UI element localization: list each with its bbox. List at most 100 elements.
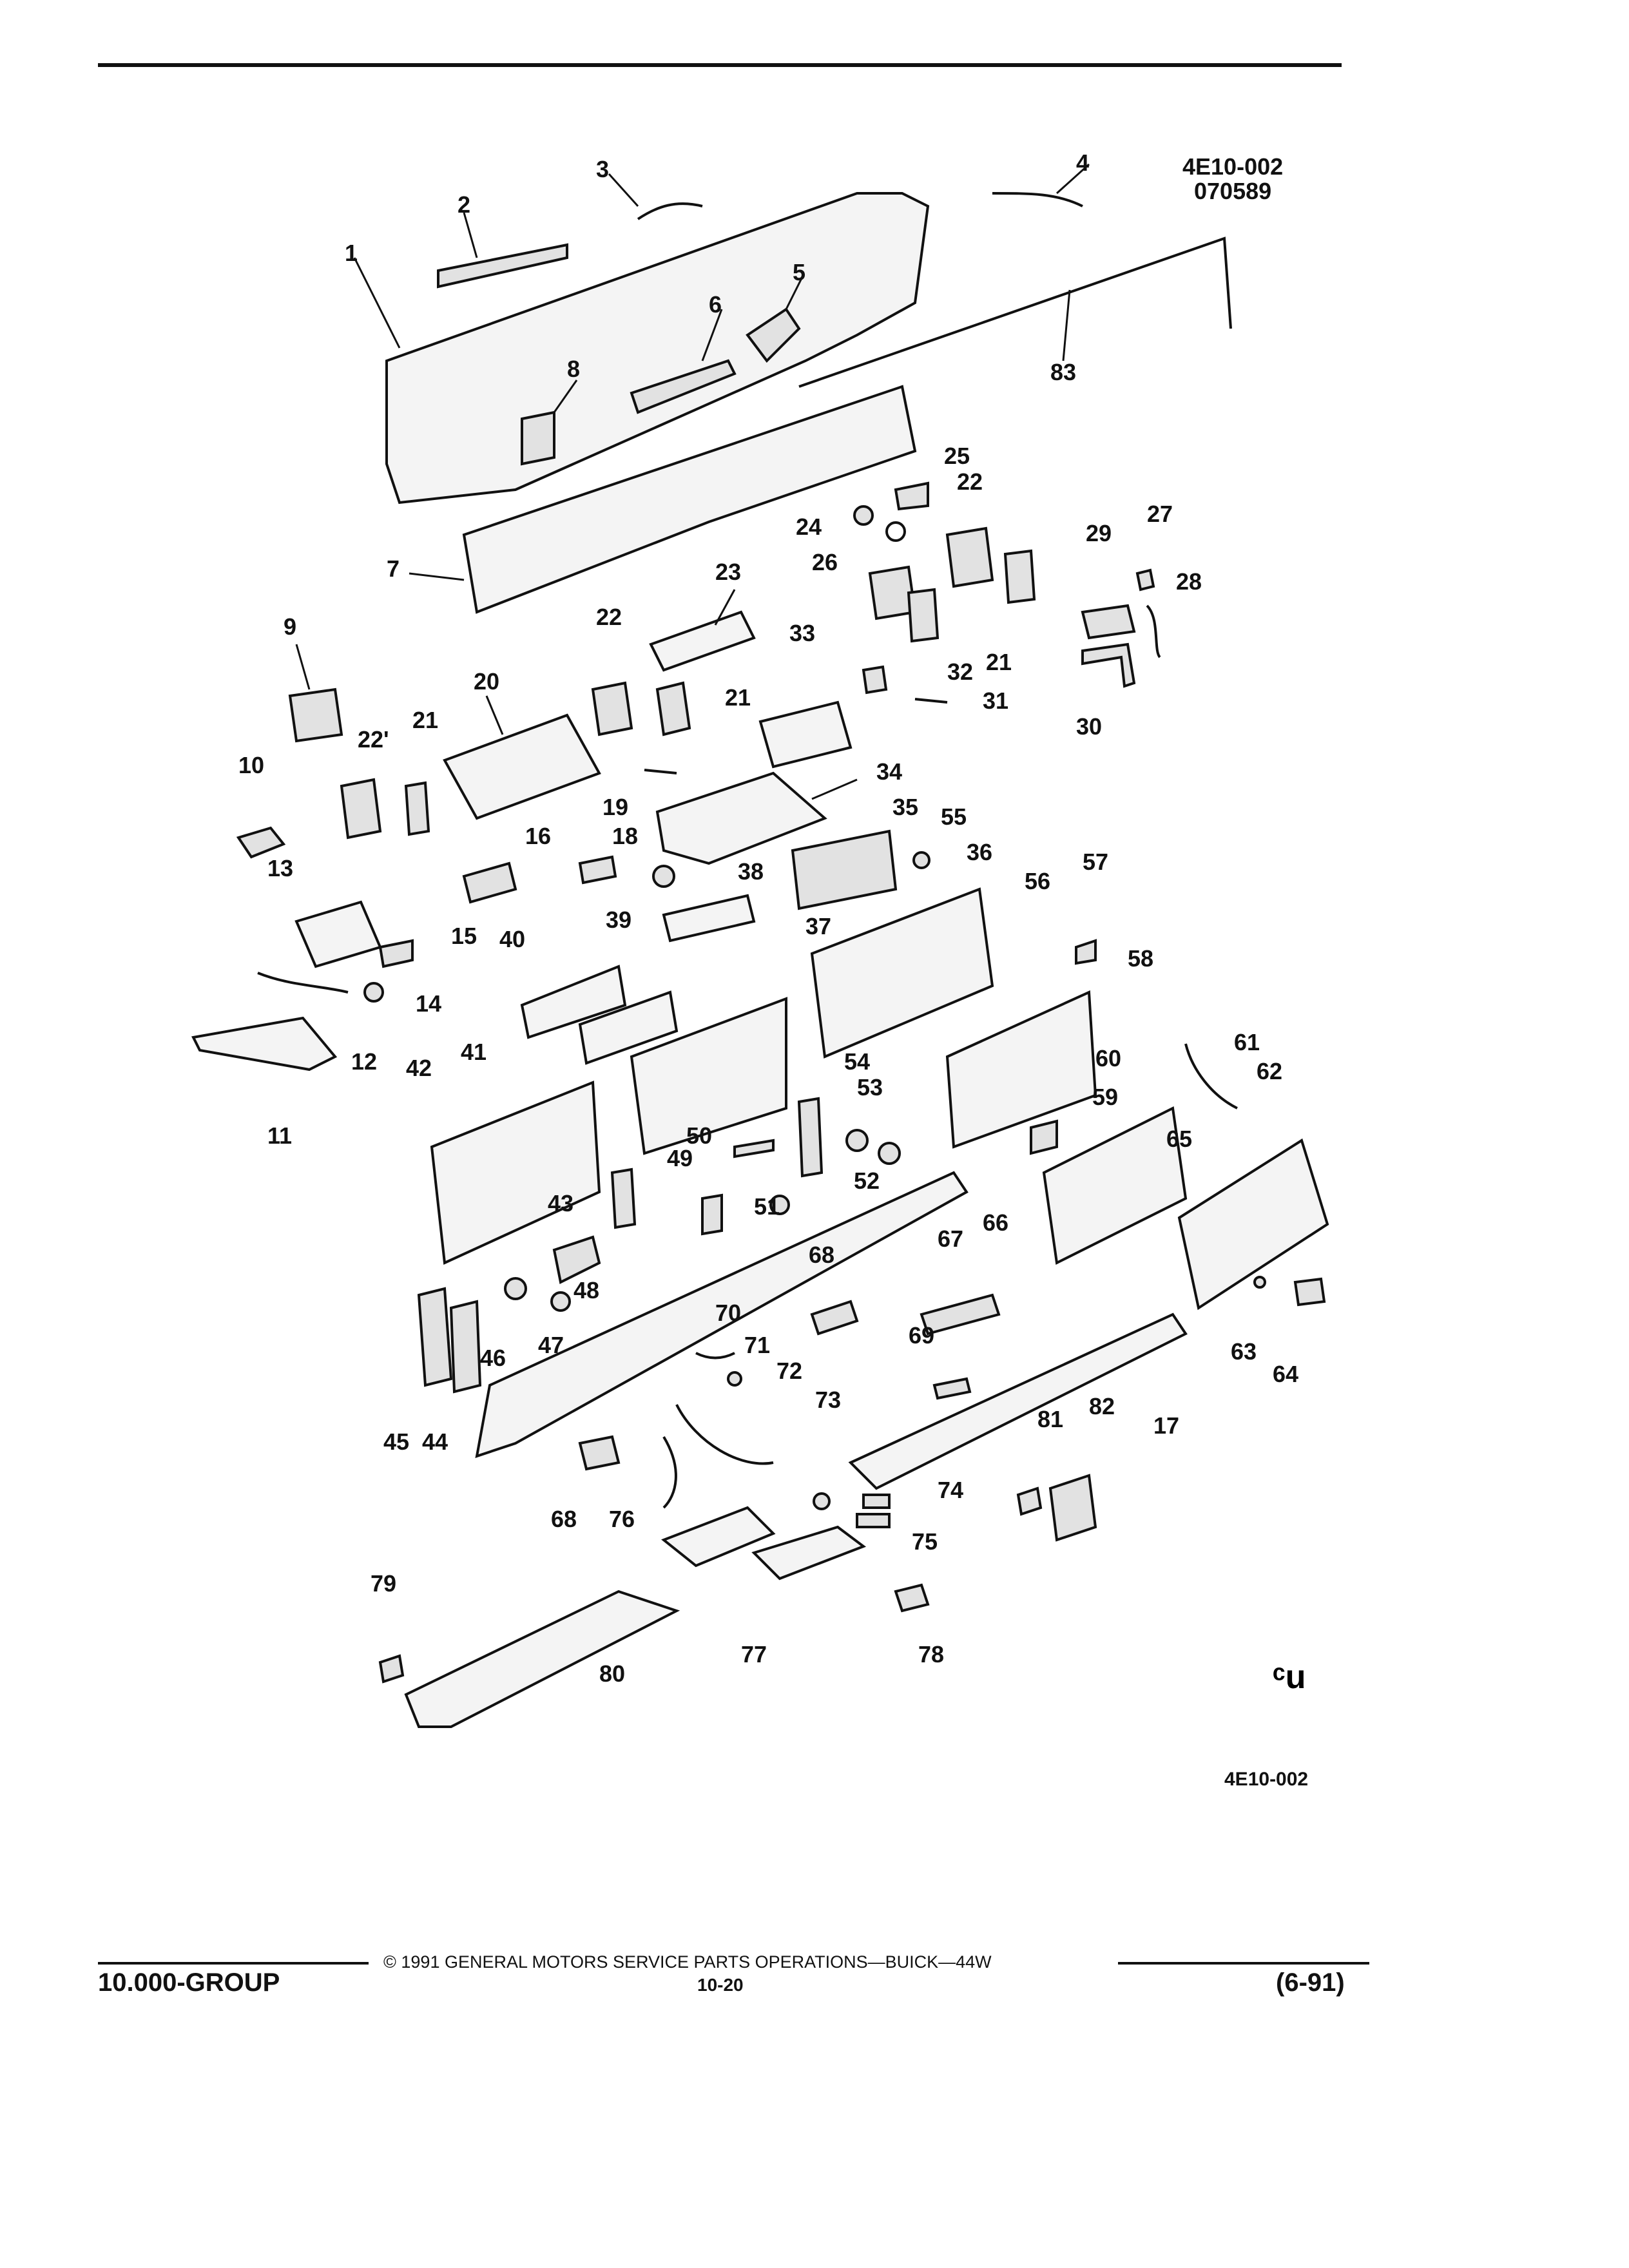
callout-number: 23 — [715, 559, 742, 585]
part-18-knob — [652, 865, 675, 888]
part-43-switch-plate — [610, 1168, 637, 1229]
callout-number: 45 — [383, 1428, 410, 1455]
callout-number: 19 — [602, 794, 629, 820]
part-11-duct — [191, 1016, 338, 1072]
part-31-bulb — [914, 698, 948, 704]
footer-revision: (6-91) — [1276, 1968, 1345, 1997]
callout-number: 25 — [944, 443, 970, 469]
callout-number: 67 — [938, 1225, 964, 1252]
part-36-nut — [912, 851, 930, 869]
callout-number: 2 — [458, 191, 471, 218]
part-9-cover — [288, 687, 343, 743]
callout-number: 36 — [967, 839, 993, 865]
callout-number: 3 — [596, 156, 610, 182]
callout-number: 28 — [1176, 568, 1202, 595]
part-2-grille — [437, 243, 568, 289]
callout-number: 11 — [267, 1122, 293, 1149]
callout-number: 47 — [538, 1332, 564, 1358]
part-67-emblem — [920, 1293, 1001, 1336]
callout-number: 27 — [1147, 501, 1173, 527]
callout-number: 5 — [793, 259, 806, 285]
callout-number: 58 — [1128, 945, 1154, 972]
callout-number: 22 — [957, 468, 983, 495]
callout-number: 66 — [983, 1209, 1009, 1236]
callout-number: 29 — [1086, 520, 1112, 546]
callout-number: 15 — [451, 923, 477, 949]
callout-number: 42 — [406, 1055, 432, 1081]
callout-number: 57 — [1083, 849, 1109, 875]
part-66-lower-trim — [475, 1171, 969, 1458]
part-3-wire — [637, 202, 703, 220]
callout-number: 65 — [1166, 1126, 1193, 1152]
callout-number: 24 — [796, 514, 822, 540]
callout-number: 20 — [474, 668, 500, 695]
callout-number: 16 — [525, 823, 552, 849]
part-80-duct — [404, 1590, 680, 1728]
part-77b-ashtray — [751, 1525, 867, 1581]
callout-number: 68 — [809, 1242, 835, 1268]
part-47-knob — [550, 1291, 571, 1312]
part-46-knob — [504, 1277, 527, 1300]
callout-number: 61 — [1234, 1029, 1260, 1055]
part-52-knob — [878, 1142, 901, 1165]
callout-number: 8 — [567, 356, 581, 382]
callout-number: 43 — [548, 1190, 574, 1216]
callout-number: 69 — [909, 1322, 935, 1349]
part-12-harness — [257, 972, 349, 994]
callout-number: 51 — [754, 1193, 780, 1220]
part-29-relay — [1081, 604, 1136, 640]
diagram-code-top: 4E10-002 070589 — [1182, 155, 1283, 204]
callout-number: 60 — [1095, 1045, 1122, 1072]
callout-number: 34 — [876, 758, 903, 785]
callout-number: 35 — [892, 794, 919, 820]
callout-number: 78 — [918, 1641, 945, 1667]
part-8-vent — [521, 410, 555, 466]
part-13-switch-assembly — [294, 900, 382, 968]
part-24-knob — [853, 505, 874, 526]
part-7-carrier — [462, 385, 917, 614]
callout-number: 13 — [267, 855, 294, 881]
part-34-radio — [655, 771, 827, 865]
part-75-lamp — [856, 1513, 891, 1528]
part-15-clip — [378, 939, 414, 968]
callout-number: 56 — [1025, 868, 1051, 894]
callout-number: 62 — [1257, 1058, 1283, 1084]
callout-number: 82 — [1089, 1393, 1115, 1419]
part-68-bracket — [810, 1300, 859, 1336]
footer-group: 10.000-GROUP — [98, 1968, 280, 1997]
part-14-knob — [363, 982, 384, 1003]
callout-number: 74 — [938, 1477, 964, 1503]
callout-number: 40 — [499, 926, 526, 952]
part-21-right2-switch — [907, 588, 940, 643]
callout-number: 14 — [416, 990, 442, 1017]
part-70-wire — [695, 1352, 735, 1360]
callout-number: 44 — [422, 1428, 448, 1455]
callout-number: 39 — [606, 907, 632, 933]
part-4-harness — [992, 192, 1083, 207]
callout-number: 4 — [1076, 149, 1090, 176]
part-21b-switch — [404, 781, 430, 836]
part-68-lower-bracket — [578, 1435, 621, 1471]
part-6-bracket — [630, 359, 737, 414]
callout-number: 12 — [351, 1048, 378, 1075]
callout-number: 80 — [599, 1660, 626, 1687]
part-83-molding — [798, 236, 1232, 388]
callout-number: 52 — [854, 1168, 880, 1194]
part-19-lamp — [644, 769, 677, 774]
part-32-socket — [862, 665, 888, 695]
part-30-bracket — [1081, 642, 1136, 688]
callout-number: 22 — [596, 604, 622, 630]
part-22b-switch — [340, 778, 382, 840]
part-50-clip — [733, 1139, 775, 1158]
part-63-screw — [1253, 1276, 1266, 1289]
callout-number: 75 — [912, 1528, 938, 1555]
callout-number: 41 — [461, 1039, 487, 1065]
part-77-ashtray — [661, 1506, 776, 1568]
callout-number: 70 — [715, 1300, 742, 1326]
callout-number: 21 — [412, 707, 439, 733]
part-74-lamp — [862, 1494, 891, 1509]
callout-number: 32 — [947, 658, 974, 685]
part-41-center-bezel — [630, 997, 787, 1155]
callout-number: 50 — [686, 1122, 713, 1149]
